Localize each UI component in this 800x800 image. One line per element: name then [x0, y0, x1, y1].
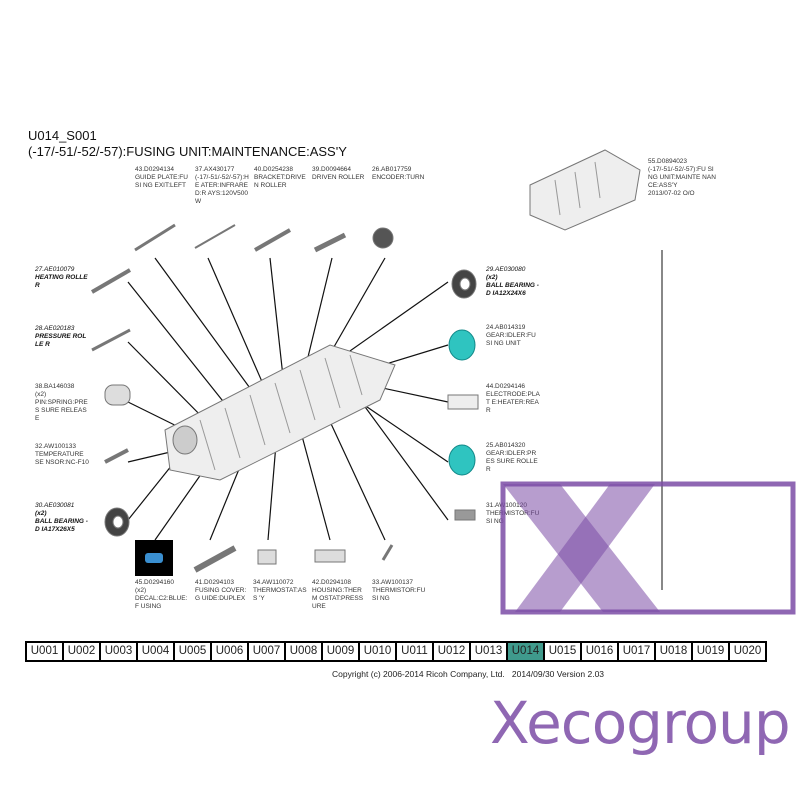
- page-code: U014_S001: [28, 128, 97, 143]
- page-link-u015[interactable]: U015: [544, 642, 581, 661]
- page-link-u003[interactable]: U003: [100, 642, 137, 661]
- page-link-u011[interactable]: U011: [396, 642, 433, 661]
- page-link-u002[interactable]: U002: [63, 642, 100, 661]
- page-link-u017[interactable]: U017: [618, 642, 655, 661]
- page-link-u019[interactable]: U019: [692, 642, 729, 661]
- page-link-u008[interactable]: U008: [285, 642, 322, 661]
- page-link-u009[interactable]: U009: [322, 642, 359, 661]
- page-link-u018[interactable]: U018: [655, 642, 692, 661]
- page-link-u004[interactable]: U004: [137, 642, 174, 661]
- part-label-37[interactable]: 37.AX430177(-17/-51/-52/-57):HE ATER:INF…: [195, 166, 249, 205]
- part-icons: [90, 223, 479, 573]
- part-label-29[interactable]: 29.AE030080(x2)BALL BEARING - D IA12X24X…: [486, 266, 539, 297]
- page-link-u006[interactable]: U006: [211, 642, 248, 661]
- part-label-30[interactable]: 30.AE030081(x2)BALL BEARING - D IA17X26X…: [35, 502, 88, 533]
- part-label-38[interactable]: 38.BA146038(x2)PIN:SPRING:PRES SURE RELE…: [35, 383, 88, 422]
- page-link-u014[interactable]: U014: [507, 642, 544, 661]
- page-link-u020[interactable]: U020: [729, 642, 766, 661]
- decal-icon: [135, 540, 173, 576]
- page-link-u010[interactable]: U010: [359, 642, 396, 661]
- fusing-unit-drawing: [164, 344, 396, 481]
- page-title: (-17/-51/-52/-57):FUSING UNIT:MAINTENANC…: [28, 144, 347, 159]
- page-link-u007[interactable]: U007: [248, 642, 285, 661]
- copyright: Copyright (c) 2006-2014 Ricoh Company, L…: [332, 669, 605, 679]
- part-55-assembly: [529, 149, 641, 231]
- part-label-45[interactable]: 45.D0294160(x2)DECAL:C2:BLUE:F USING: [135, 579, 188, 610]
- part-label-55[interactable]: 55.D0894023(-17/-51/-52/-57):FU SING UNI…: [648, 158, 716, 197]
- page-link-u013[interactable]: U013: [470, 642, 507, 661]
- page-link-u012[interactable]: U012: [433, 642, 470, 661]
- page-link-u001[interactable]: U001: [26, 642, 63, 661]
- page-link-u005[interactable]: U005: [174, 642, 211, 661]
- page-link-u016[interactable]: U016: [581, 642, 618, 661]
